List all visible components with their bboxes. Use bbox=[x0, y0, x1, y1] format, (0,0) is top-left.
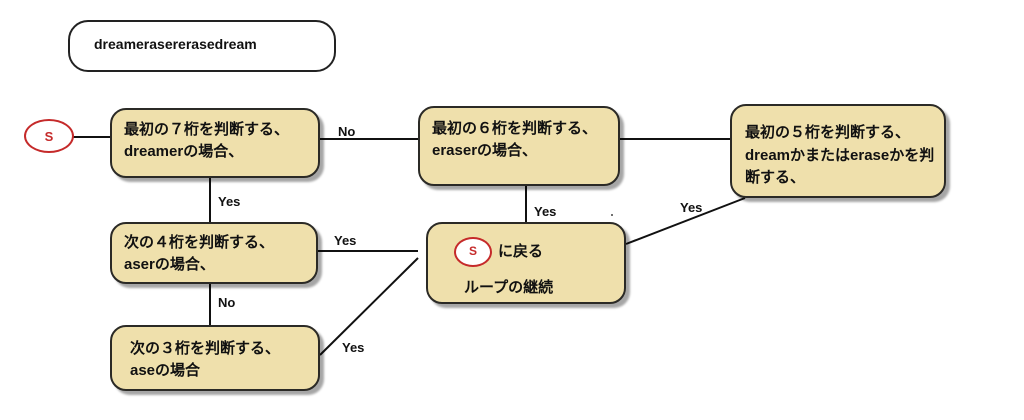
input-string-text: dreamerasererasedream bbox=[94, 36, 257, 52]
return-marker-label: S bbox=[468, 244, 477, 259]
return-line2: ループの継続 bbox=[464, 279, 554, 296]
edge-label-5-to-return: Yes bbox=[680, 200, 703, 215]
box-5-line1: 最初の５桁を判断する、 bbox=[745, 124, 911, 141]
box-7-line1: 最初の７桁を判断する、 bbox=[124, 121, 290, 138]
edge-label-7-to-4: Yes bbox=[218, 194, 241, 209]
edge-label-4-to-return: Yes bbox=[334, 233, 357, 248]
box-4-line2: aserの場合、 bbox=[124, 255, 215, 273]
edge-label-4-to-3: No bbox=[218, 295, 236, 310]
return-loop-box: S に戻る ループの継続 bbox=[426, 222, 626, 304]
stray-dot bbox=[611, 214, 613, 216]
box-3-line1: 次の３桁を判断する、 bbox=[130, 340, 281, 357]
decision-box-5-chars: 最初の５桁を判断する、 dreamかまたはeraseかを判 断する、 bbox=[730, 104, 946, 198]
box-5-line2: dreamかまたはeraseかを判 bbox=[745, 146, 935, 164]
decision-box-4-chars: 次の４桁を判断する、 aserの場合、 bbox=[110, 222, 318, 284]
edge-label-6-to-return: Yes bbox=[534, 204, 557, 219]
decision-box-3-chars: 次の３桁を判断する、 aseの場合 bbox=[110, 325, 320, 391]
edge-label-3-to-return: Yes bbox=[342, 340, 365, 355]
input-string-box: dreamerasererasedream bbox=[68, 20, 336, 72]
box-6-line2: eraserの場合、 bbox=[432, 141, 538, 159]
box-5-line3: 断する、 bbox=[745, 169, 806, 186]
decision-box-6-chars: 最初の６桁を判断する、 eraserの場合、 bbox=[418, 106, 620, 186]
decision-box-7-chars: 最初の７桁を判断する、 dreamerの場合、 bbox=[110, 108, 320, 178]
box-4-line1: 次の４桁を判断する、 bbox=[124, 234, 275, 251]
return-line1: に戻る bbox=[498, 243, 544, 260]
return-start-marker: S bbox=[454, 237, 492, 267]
start-marker: S bbox=[24, 119, 74, 153]
line-5-to-return bbox=[625, 197, 746, 245]
start-marker-label: S bbox=[44, 128, 54, 144]
box-7-line2: dreamerの場合、 bbox=[124, 142, 244, 160]
box-3-line2: aseの場合 bbox=[130, 361, 201, 379]
box-6-line1: 最初の６桁を判断する、 bbox=[432, 120, 598, 137]
line-3-to-return bbox=[319, 257, 419, 356]
edge-label-7-to-6: No bbox=[338, 124, 356, 139]
